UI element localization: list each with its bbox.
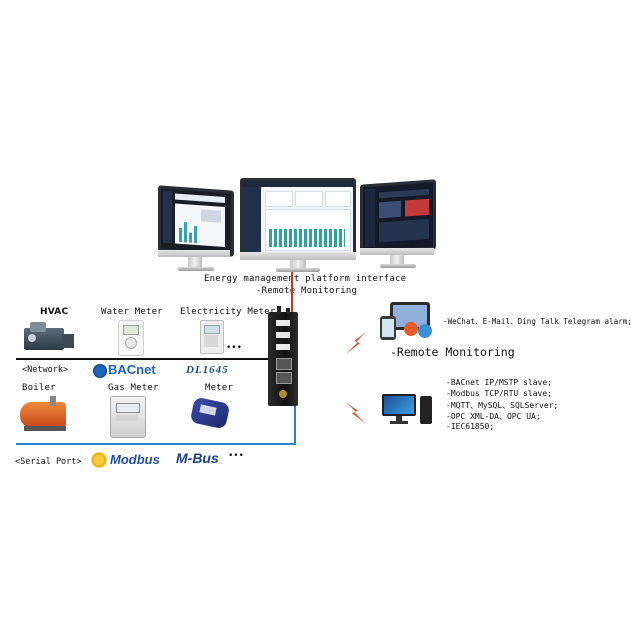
more-protocols-ellipsis: ••• (228, 451, 244, 461)
monitor-neck (188, 257, 202, 268)
wireless-bolt-icon (346, 402, 366, 424)
meter-label: Meter (205, 383, 234, 393)
serial-bus-label: <Serial Port> (15, 457, 82, 467)
monitor-foot (178, 267, 214, 271)
uplink-line (291, 272, 293, 312)
remote-monitoring-title: -Remote Monitoring (390, 345, 515, 359)
serial-bus-line (16, 443, 296, 445)
monitor-chin (158, 250, 230, 257)
modbus-logo-text: Modbus (110, 452, 160, 467)
mbus-logo: M-Bus (176, 450, 219, 466)
mobile-devices-image (380, 302, 438, 342)
bacnet-emblem-icon (93, 364, 107, 378)
electricity-meter-image (200, 320, 224, 354)
more-devices-ellipsis: ••• (226, 343, 242, 353)
monitor-neck (390, 255, 404, 265)
bacnet-logo-text: BACnet (108, 362, 156, 377)
bacnet-logo: BACnet (93, 362, 165, 378)
wireless-bolt-icon (346, 332, 366, 354)
monitor-center (240, 178, 356, 278)
monitor-chin (240, 252, 356, 260)
protocol-item: -OPC XML-DA、OPC UA; (446, 412, 541, 421)
serial-bus-riser (294, 404, 296, 445)
boiler-image (20, 396, 70, 434)
dashboard-screen-left (158, 185, 234, 257)
hvac-unit-image (24, 322, 74, 354)
monitor-right (358, 179, 438, 274)
gateway-device (268, 306, 298, 406)
gas-meter-image (110, 396, 146, 438)
water-meter-label: Water Meter (101, 307, 163, 317)
modbus-logo: Modbus (90, 449, 166, 471)
platform-subtitle: -Remote Monitoring (256, 286, 358, 296)
meter-image (189, 396, 236, 430)
platform-title: Energy management platform interface (204, 274, 407, 284)
monitor-foot (380, 264, 416, 268)
network-bus-line (16, 358, 268, 360)
protocol-item: -IEC61850; (446, 422, 495, 431)
monitor-neck (290, 260, 306, 269)
alarm-channels-text: -WeChat、E-Mail、Ding Talk Telegram alarm; (443, 317, 632, 326)
desktop-pc-image (382, 394, 434, 428)
water-meter-image (118, 320, 144, 356)
monitor-chin (360, 248, 434, 255)
monitor-left (158, 185, 234, 274)
monitor-foot (276, 268, 320, 272)
electricity-meter-label: Electricity Meter (180, 307, 276, 317)
protocol-item: -MQTT、MySQL、SQLServer; (446, 401, 559, 410)
protocol-item: -BACnet IP/MSTP slave; (446, 378, 552, 387)
modbus-sun-icon (90, 451, 108, 469)
boiler-label: Boiler (22, 383, 56, 393)
dlt645-logo: DL1645 (186, 364, 229, 376)
gas-meter-label: Gas Meter (108, 383, 159, 393)
dashboard-screen-right (360, 179, 436, 255)
protocol-item: -Modbus TCP/RTU slave; (446, 389, 552, 398)
hvac-label: HVAC (40, 307, 69, 317)
network-bus-label: <Network> (22, 365, 69, 375)
dashboard-screen-center (240, 178, 356, 256)
